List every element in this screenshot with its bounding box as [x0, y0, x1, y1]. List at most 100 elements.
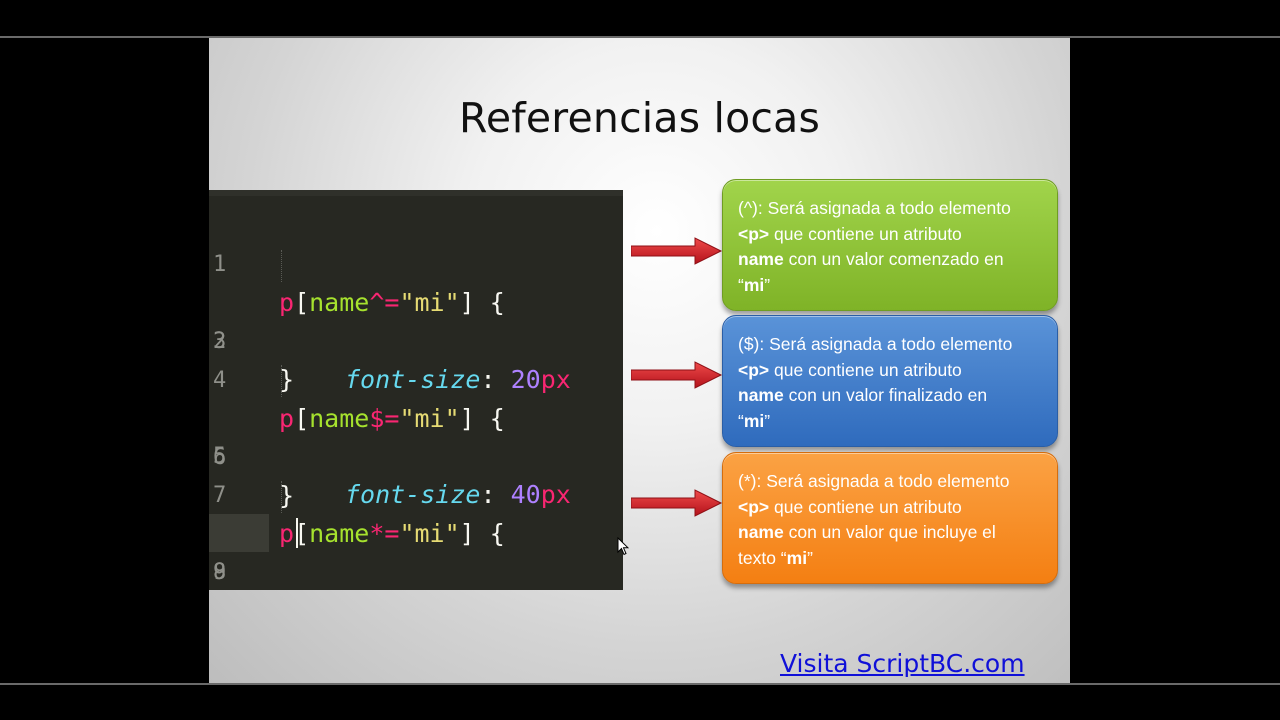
- arrow-right-icon: [631, 489, 723, 517]
- callout-text: con un valor finalizado en: [783, 385, 988, 405]
- line-number: 9: [213, 560, 227, 585]
- colon: :: [480, 480, 511, 509]
- value-text: mi: [743, 410, 765, 431]
- code-line-1: 1 p[name^="mi"] {: [209, 208, 505, 317]
- attribute-value: "mi": [399, 519, 460, 548]
- callout-text: texto “: [738, 547, 787, 568]
- brace-close: }: [279, 365, 295, 394]
- code-text: p[name$="mi"] {: [279, 400, 505, 438]
- callout-line-4: “mi”: [738, 273, 1043, 299]
- slide: Referencias locas 1 p[name^="mi"] { 2 fo…: [209, 38, 1070, 683]
- callout-line-2: <p> que contiene un atributo: [738, 495, 1043, 521]
- callout-text: ”: [807, 547, 813, 568]
- number-value: 40: [510, 480, 541, 509]
- attribute-value: "mi": [399, 404, 460, 433]
- value-text: mi: [743, 274, 765, 295]
- attribute-text: name: [738, 522, 784, 542]
- callout-line-1: (^): Será asignada a todo elemento: [738, 198, 1011, 218]
- code-text: }: [279, 361, 294, 399]
- code-line-9: 9 }: [209, 516, 299, 585]
- tag-text: <p>: [738, 223, 770, 244]
- indent-guide: [281, 365, 282, 397]
- callout-line-3: name con un valor comenzado en: [738, 247, 1043, 273]
- code-line-7: 7 p[name*="mi"] {: [209, 439, 505, 548]
- attribute-text: name: [738, 249, 784, 269]
- line-number: 3: [213, 329, 227, 354]
- callout-starts-with: (^): Será asignada a todo elemento <p> q…: [722, 179, 1058, 311]
- code-text: font-size: 40px: [345, 476, 571, 514]
- callout-text: “: [738, 410, 744, 431]
- line-number: 1: [213, 252, 227, 277]
- bracket-close: ]: [459, 519, 475, 548]
- attribute-name: name: [309, 519, 370, 548]
- attribute-text: name: [738, 385, 784, 405]
- tag-text: <p>: [738, 359, 770, 380]
- brace-open: {: [474, 288, 505, 317]
- property: font-size: [345, 480, 481, 509]
- line-number: 8: [213, 560, 227, 585]
- bottom-divider: [0, 683, 1280, 685]
- line-number: 4: [213, 368, 227, 393]
- callout-line-1: ($): Será asignada a todo elemento: [738, 334, 1013, 354]
- scriptbc-link[interactable]: Visita ScriptBC.com: [780, 649, 1025, 678]
- selector: p: [279, 404, 295, 433]
- current-line-highlight: [209, 514, 269, 552]
- selector: p: [279, 519, 295, 548]
- callout-text: que contiene un atributo: [769, 359, 962, 380]
- code-text: p[name^="mi"] {: [279, 284, 505, 322]
- arrow-right-icon: [631, 237, 723, 265]
- colon: :: [480, 365, 511, 394]
- attribute-name: name: [309, 288, 370, 317]
- tag-text: <p>: [738, 496, 770, 517]
- bracket-close: ]: [459, 404, 475, 433]
- line-number: 2: [213, 329, 227, 354]
- callout-text: ”: [764, 410, 771, 431]
- editor-top-bar: [209, 190, 623, 196]
- value-text: mi: [786, 547, 808, 568]
- callout-text: con un valor que incluye el: [783, 522, 996, 542]
- code-line-5: 5 font-size: 40px: [209, 362, 571, 509]
- callout-text: con un valor comenzado en: [783, 249, 1004, 269]
- mouse-pointer-icon: [617, 537, 629, 556]
- bracket-open: [: [294, 288, 310, 317]
- callout-line-3: name con un valor que incluye el: [738, 520, 1043, 546]
- operator: $=: [369, 404, 400, 433]
- attribute-value: "mi": [399, 288, 460, 317]
- unit: px: [540, 365, 571, 394]
- callout-contains: (*): Será asignada a todo elemento <p> q…: [722, 452, 1058, 584]
- brace-close: }: [279, 481, 295, 510]
- code-line-3: 3 }: [209, 285, 299, 394]
- code-line-6: 6 }: [209, 401, 299, 510]
- bracket-open: [: [294, 404, 310, 433]
- property: font-size: [345, 365, 481, 394]
- unit: px: [540, 480, 571, 509]
- callout-line-3: name con un valor finalizado en: [738, 383, 1043, 409]
- brace-open: {: [474, 519, 505, 548]
- code-editor: 1 p[name^="mi"] { 2 font-size: 20px 3 } …: [209, 190, 623, 590]
- line-number: 5: [213, 444, 227, 469]
- callout-text: “: [738, 274, 744, 295]
- bracket-close: ]: [459, 288, 475, 317]
- code-line-8: 8 font-size: 60px: [209, 478, 299, 585]
- line-number: 7: [213, 483, 227, 508]
- code-text: p[name*="mi"] {: [279, 515, 505, 553]
- selector: p: [279, 288, 295, 317]
- callout-line-4: texto “mi”: [738, 546, 1043, 572]
- code-line-4: 4 p[name$="mi"] {: [209, 324, 505, 433]
- callout-line-2: <p> que contiene un atributo: [738, 358, 1043, 384]
- operator: *=: [369, 519, 400, 548]
- callout-line-1: (*): Será asignada a todo elemento: [738, 471, 1010, 491]
- callout-text: que contiene un atributo: [769, 223, 962, 244]
- arrow-right-icon: [631, 361, 723, 389]
- indent-guide: [281, 481, 282, 513]
- code-text: }: [279, 477, 294, 515]
- code-text: font-size: 20px: [345, 361, 571, 399]
- callout-line-4: “mi”: [738, 409, 1043, 435]
- top-divider: [0, 36, 1280, 38]
- attribute-name: name: [309, 404, 370, 433]
- code-line-2: 2 font-size: 20px: [209, 247, 571, 394]
- callout-text: ”: [764, 274, 771, 295]
- slide-title: Referencias locas: [458, 94, 821, 142]
- number-value: 20: [510, 365, 541, 394]
- operator: ^=: [369, 288, 400, 317]
